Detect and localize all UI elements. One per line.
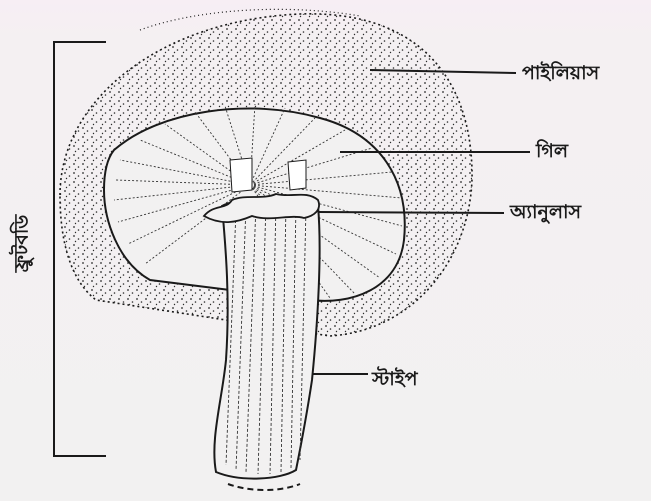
label-fruiting-body: ফ্রুটবডি [13,204,32,284]
label-annulus: অ্যানুলাস [510,203,581,222]
stipe-base-dash [228,484,300,490]
label-gill: গিল [536,142,568,161]
annulus-leader-line [318,212,504,213]
label-stipe: স্টাইপ [372,370,418,389]
label-pileus: পাইলিয়াস [522,64,599,83]
stipe-stalk [214,197,319,479]
